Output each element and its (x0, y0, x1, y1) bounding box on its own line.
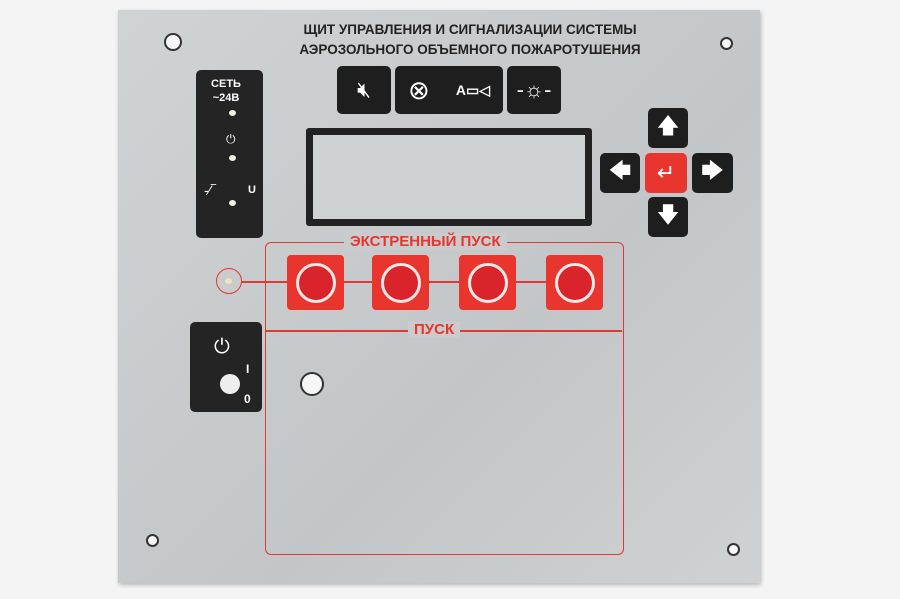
arrow-up-button[interactable]: 🡅 (648, 108, 688, 148)
emergency-start-button-3[interactable] (459, 255, 516, 310)
status-indicator-panel: СЕТЬ ~24В ⏻ -⁄‾ U (196, 70, 263, 238)
lamp-test-button[interactable]: -☼- (507, 66, 561, 114)
start-label: ПУСК (408, 321, 461, 338)
horn-label: А (455, 81, 466, 98)
key-switch-hole[interactable] (220, 374, 240, 394)
voltage-label: ~24В (212, 92, 240, 104)
emergency-start-label: ЭКСТРЕННЫЙ ПУСК (344, 233, 507, 250)
arrow-down-button[interactable]: 🡇 (648, 197, 688, 237)
network-led (229, 110, 236, 116)
mounting-hole (164, 33, 182, 51)
emergency-led (216, 268, 242, 294)
emergency-start-button-2[interactable] (372, 255, 429, 310)
display-window (306, 128, 592, 226)
fan-horn-button[interactable]: ⊗ А▭◁ (395, 66, 503, 114)
power-off-label: 0 (244, 392, 251, 406)
mounting-hole (720, 37, 733, 50)
mute-sound-button[interactable]: 🔇︎ (337, 66, 391, 114)
speaker-mute-icon: 🔇︎ (357, 77, 371, 102)
power-led (229, 155, 236, 161)
fan-icon: ⊗ (408, 74, 430, 105)
power-icon: ⏻ (214, 336, 230, 358)
mounting-hole (727, 543, 740, 556)
mounting-hole (146, 534, 159, 547)
panel-title-line2: АЭРОЗОЛЬНОГО ОБЪЕМНОГО ПОЖАРОТУШЕНИЯ (299, 42, 641, 57)
network-label: СЕТЬ (211, 78, 241, 90)
display-glass (313, 135, 585, 219)
power-icon: ⏻ (226, 132, 236, 146)
enter-button[interactable]: ↵ (645, 153, 687, 193)
fault-label: U (248, 184, 256, 196)
lamp-icon: -☼- (516, 77, 552, 102)
switch-fault-icon: -⁄‾ (204, 182, 216, 198)
panel-title-line1: ЩИТ УПРАВЛЕНИЯ И СИГНАЛИЗАЦИИ СИСТЕМЫ (303, 22, 637, 37)
arrow-right-button[interactable]: 🡆 (692, 153, 733, 193)
power-on-label: I (246, 362, 250, 376)
fault-led (229, 200, 236, 206)
emergency-start-button-4[interactable] (546, 255, 603, 310)
horn-icon: А▭◁ (455, 81, 490, 98)
mounting-hole (300, 372, 324, 396)
power-switch-panel: ⏻ I 0 (190, 322, 262, 412)
arrow-left-button[interactable]: 🡄 (600, 153, 640, 193)
emergency-start-button-1[interactable] (287, 255, 344, 310)
